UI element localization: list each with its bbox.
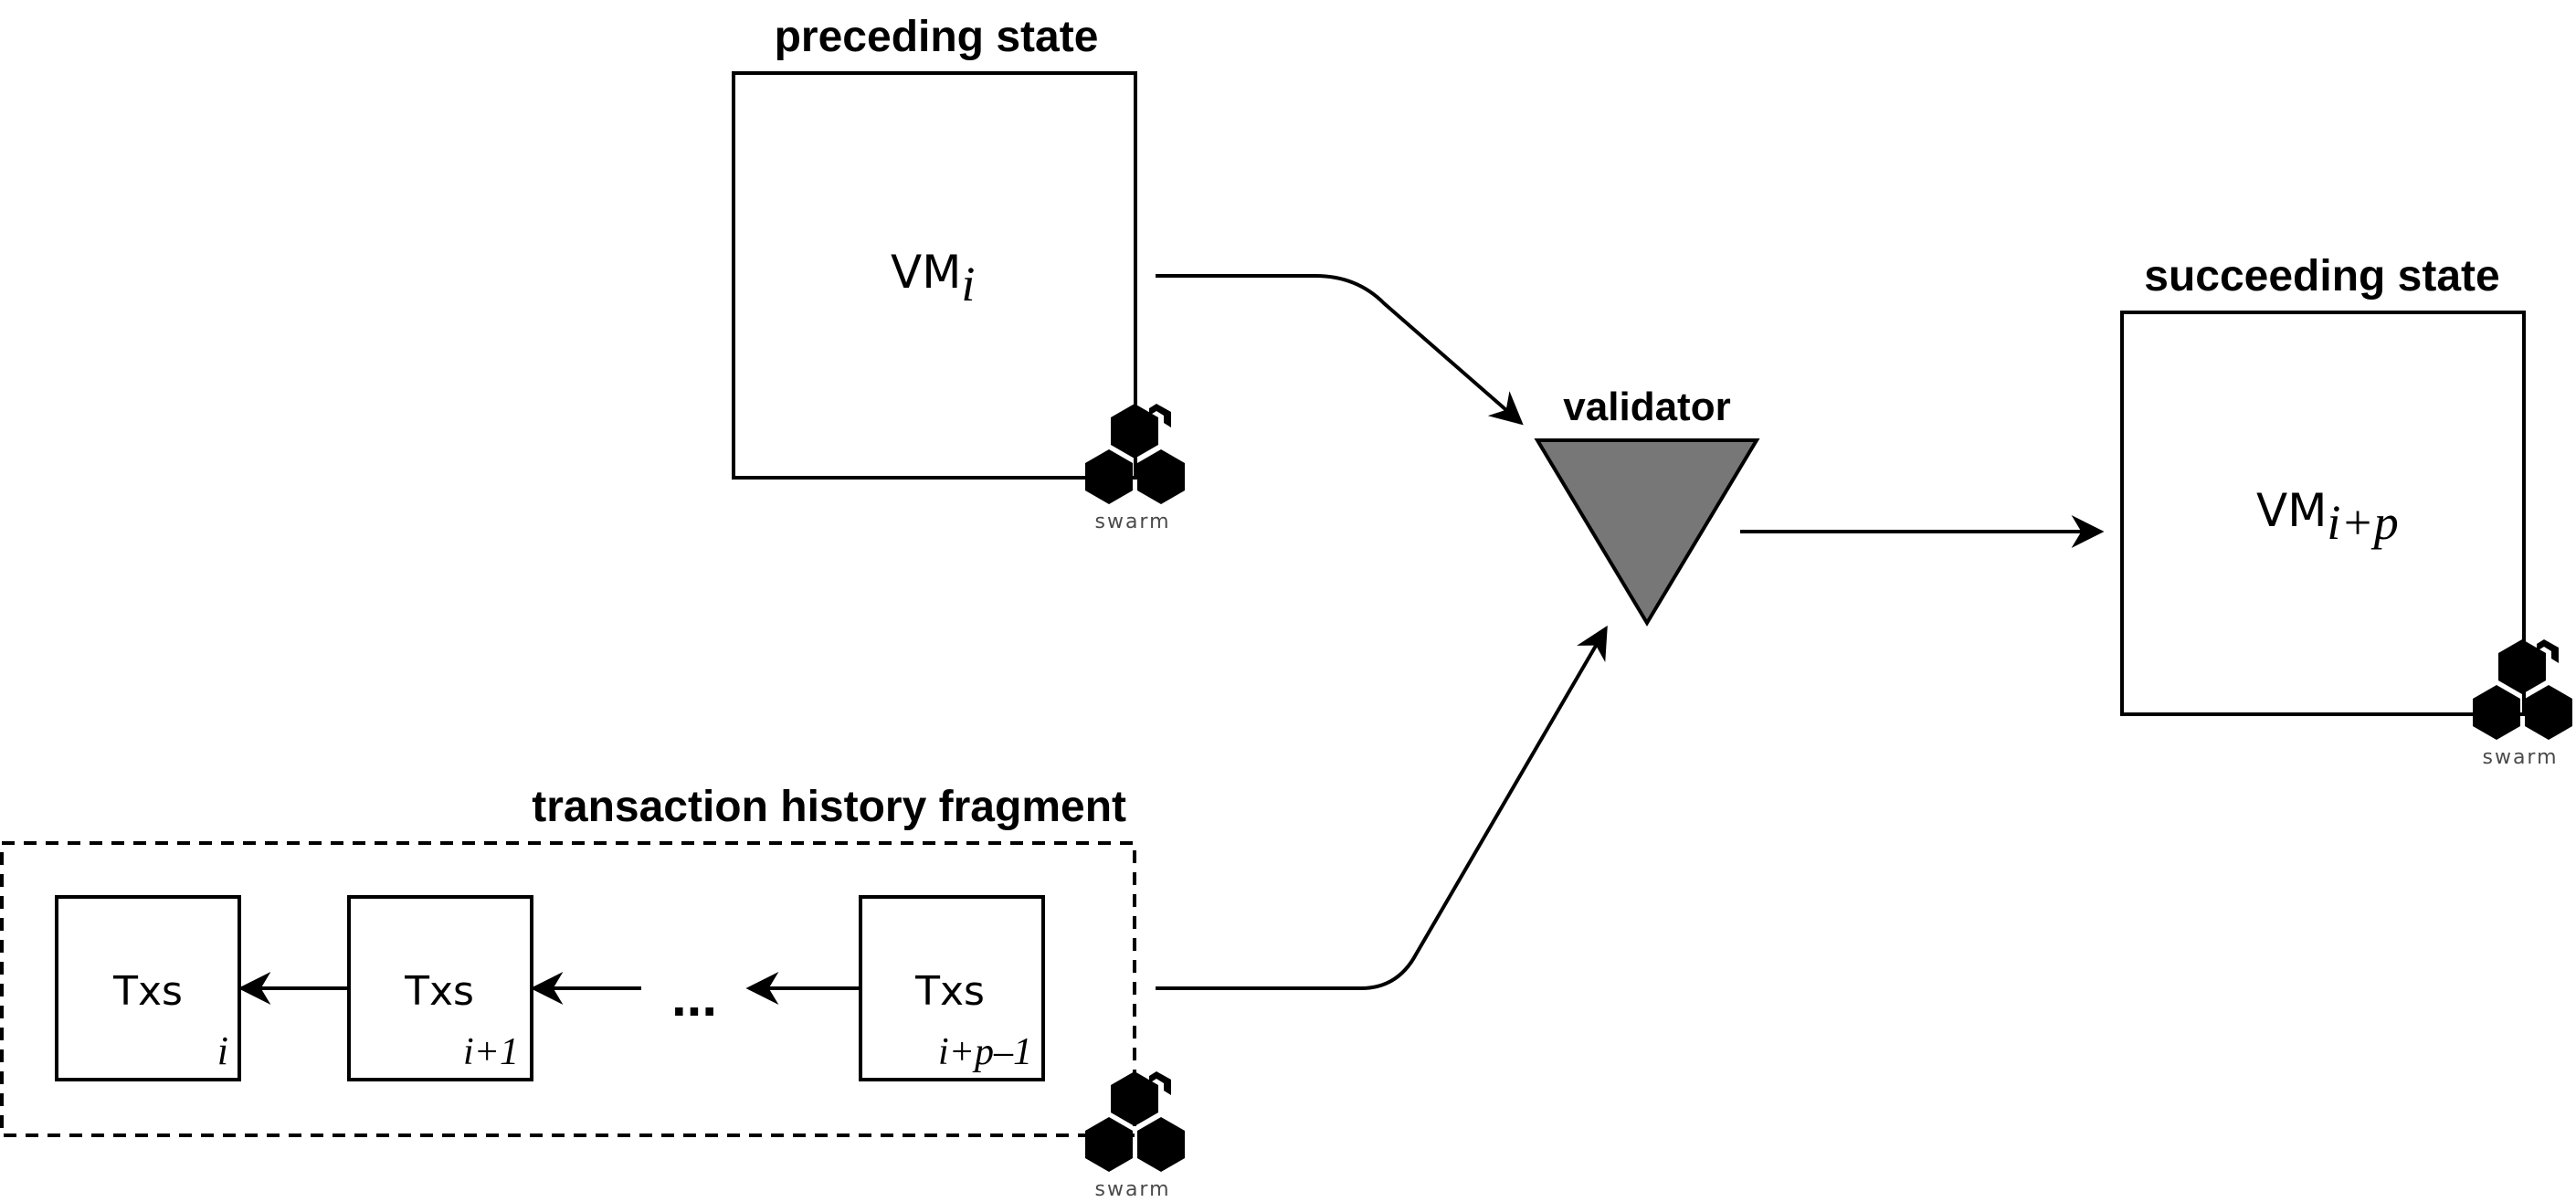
connector-preceding-to-validator [1156,274,1524,426]
vm-preceding-label: VMi [891,246,975,311]
tx-block: Txs i [55,895,241,1081]
swarm-logo-succeeding: swarm [2473,639,2572,769]
swarm-hexagon-logo-icon [1085,1071,1185,1172]
ellipsis: ... [671,966,717,1028]
tx-block-label: Txs [404,968,474,1015]
vm-succeeding-label: VMi+p [2256,484,2399,550]
tx-block-index: i+1 [463,1031,519,1073]
swarm-logo-preceding: swarm [1085,404,1185,533]
succeeding-state-box [2120,311,2526,716]
swarm-logo-fragment: swarm [1085,1071,1185,1201]
fragment-container [0,841,1136,1137]
preceding-state-box [732,71,1137,480]
tx-block-label: Txs [112,968,183,1015]
connector-fragment-to-validator [1156,625,1608,990]
tx-block-index: i+p–1 [938,1031,1032,1073]
tx-block-label: Txs [914,968,985,1015]
swarm-logo-text: swarm [1094,1178,1170,1201]
downward-triangle-icon [1534,438,1760,627]
succeeding-state-title: succeeding state [2144,252,2499,300]
tx-block-index: i [217,1028,228,1073]
fragment-title: transaction history fragment [532,783,1126,831]
validator-title: validator [1563,385,1730,429]
swarm-logo-text: swarm [1094,511,1170,533]
tx-block: Txs i+p–1 [859,895,1045,1081]
preceding-state-title: preceding state [775,13,1099,61]
tx-block: Txs i+1 [347,895,533,1081]
swarm-logo-text: swarm [2482,746,2558,769]
